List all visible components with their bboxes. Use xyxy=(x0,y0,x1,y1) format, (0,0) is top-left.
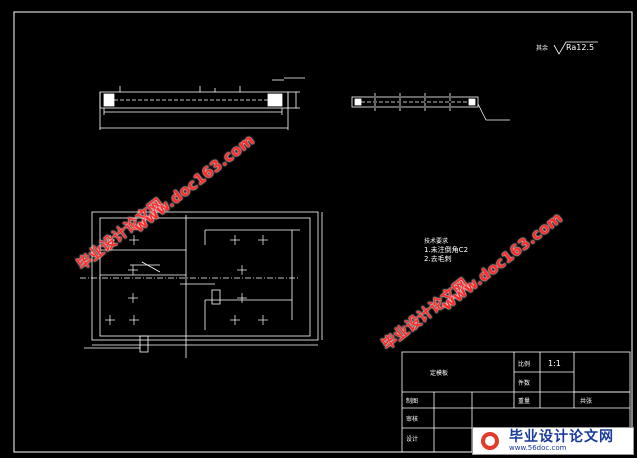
roughness-prefix: 其余 xyxy=(536,44,548,52)
notes-title: 技术要求 xyxy=(424,237,448,245)
sheet-label: 共张 xyxy=(580,397,592,405)
section-view-right xyxy=(351,93,510,121)
plan-view xyxy=(80,211,323,358)
draw-label: 制图 xyxy=(406,397,418,405)
design-label: 设计 xyxy=(406,435,418,443)
scale-value: 1:1 xyxy=(548,359,561,368)
roughness-value: Ra12.5 xyxy=(566,43,594,52)
logo-text: 毕业设计论文网 xyxy=(509,429,614,445)
review-label: 审核 xyxy=(406,415,418,423)
notes-line-2: 2.去毛刺 xyxy=(424,254,452,263)
scale-label: 比例 xyxy=(518,360,530,368)
weight-label: 重量 xyxy=(518,397,530,405)
logo-icon xyxy=(481,432,499,450)
technical-notes: 技术要求 1.未注倒角C2 2.去毛刺 xyxy=(424,237,468,263)
part-name: 定模板 xyxy=(430,369,448,377)
section-view-left xyxy=(99,77,305,130)
site-logo: 毕业设计论文网 www.56doc.com xyxy=(472,427,634,455)
qty-label: 件数 xyxy=(518,379,530,387)
logo-url: www.56doc.com xyxy=(509,444,567,452)
sheet-border xyxy=(13,11,633,453)
roughness-symbol: 其余 Ra12.5 xyxy=(536,41,598,55)
notes-line-1: 1.未注倒角C2 xyxy=(424,245,468,254)
